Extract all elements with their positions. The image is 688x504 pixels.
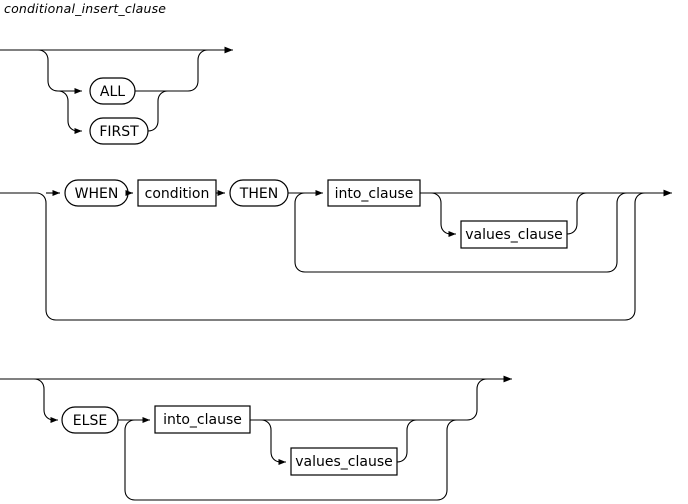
nonterminal-values-clause-1-label: values_clause xyxy=(465,227,562,243)
row1-first-merge xyxy=(147,90,188,132)
row3-else-merge xyxy=(457,378,488,421)
row1-fork-to-all xyxy=(37,49,82,94)
row2-loop-riser-left xyxy=(35,192,57,321)
terminal-all-label: ALL xyxy=(100,84,125,100)
nonterminal-into-clause-2[interactable] xyxy=(154,405,251,434)
row3-into-group-bypass xyxy=(124,419,458,501)
row-when-then: WHEN condition THEN into_clause xyxy=(0,179,672,321)
row3-fork-to-else xyxy=(33,378,58,423)
row2-into-group-bypass xyxy=(294,192,628,273)
terminal-first-label: FIRST xyxy=(99,124,139,140)
row2-fork-to-values xyxy=(430,192,456,237)
row1-all-merge xyxy=(135,49,209,92)
page-title: conditional_insert_clause xyxy=(4,1,167,16)
row2-repeat-loop xyxy=(56,192,646,321)
row2-values-merge xyxy=(566,192,588,235)
row3-values-merge xyxy=(396,419,418,463)
nonterminal-into-clause-1-label: into_clause xyxy=(335,186,414,202)
nonterminal-into-clause-1[interactable] xyxy=(327,179,421,207)
terminal-when-label: WHEN xyxy=(75,186,119,202)
nonterminal-into-clause-2-label: into_clause xyxy=(163,412,242,428)
terminal-else-label: ELSE xyxy=(73,413,107,429)
nonterminal-values-clause-2-label: values_clause xyxy=(295,454,392,470)
terminal-then-label: THEN xyxy=(239,186,278,202)
row3-fork-to-values xyxy=(260,419,286,465)
row1-fork-to-first xyxy=(57,90,82,134)
nonterminal-values-clause-1[interactable] xyxy=(460,220,568,249)
row-all-first: ALL FIRST xyxy=(0,46,233,145)
row-else: ELSE into_clause values_clause xyxy=(0,375,512,501)
nonterminal-condition-label: condition xyxy=(145,186,210,202)
